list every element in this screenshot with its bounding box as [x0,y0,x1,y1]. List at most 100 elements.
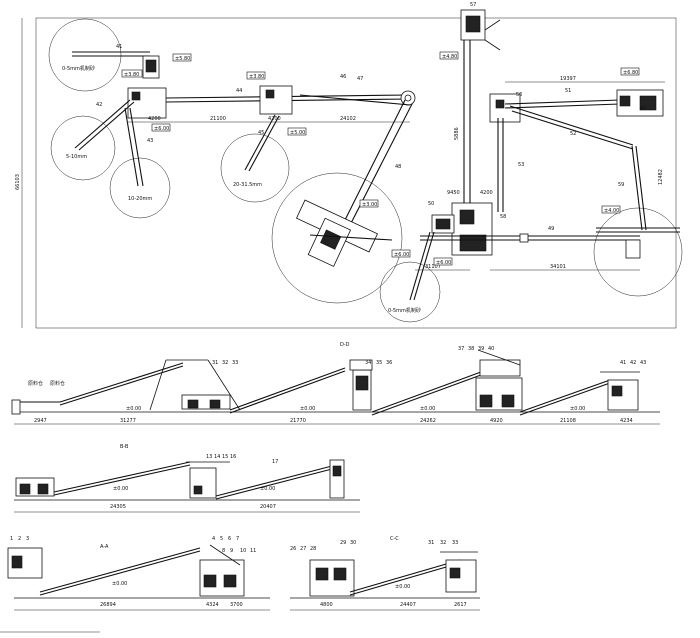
svg-text:33: 33 [232,360,238,366]
dim-text: 4200 [148,116,161,122]
svg-text:20407: 20407 [260,504,276,510]
dim-text: 19397 [560,76,576,82]
pile-circle [379,261,441,323]
svg-text:8: 8 [222,548,225,554]
svg-text:±6.80: ±6.80 [623,70,638,76]
svg-text:35: 35 [376,360,382,366]
section-title: B-B [120,444,129,450]
svg-text:4: 4 [212,536,215,542]
svg-text:21770: 21770 [290,418,306,424]
svg-text:39: 39 [478,346,484,352]
svg-text:41: 41 [620,360,626,366]
svg-text:37: 37 [458,346,464,352]
pile-circle [271,172,403,304]
svg-text:32: 32 [222,360,228,366]
svg-text:28: 28 [310,546,316,552]
svg-text:2617: 2617 [454,602,467,608]
svg-text:4800: 4800 [320,602,333,608]
pile-label: 5-10mm [66,154,87,160]
svg-text:48: 48 [395,164,401,170]
section-bb: B-B 24305 20407 ±0.00 ±0.00 13 14 15 16 … [14,444,360,513]
svg-text:49: 49 [548,226,554,232]
svg-text:±5.00: ±5.00 [290,130,305,136]
svg-text:38: 38 [468,346,474,352]
svg-text:15: 15 [222,454,228,460]
svg-text:56: 56 [516,92,522,98]
dim-text: 4200 [268,116,281,122]
svg-text:24407: 24407 [400,602,416,608]
svg-text:40: 40 [488,346,494,352]
svg-text:46: 46 [340,74,346,80]
pile-circle [48,18,122,92]
svg-text:26: 26 [290,546,296,552]
svg-text:52: 52 [570,131,576,137]
svg-text:59: 59 [618,182,624,188]
svg-text:32: 32 [440,540,446,546]
svg-text:45: 45 [258,130,264,136]
svg-text:11: 11 [250,548,256,554]
section-title: C-C [390,536,399,542]
dim-text: 34101 [550,264,566,270]
elev-tags: ±3.80 ±5.80 ±3.80 ±6.00 ±5.00 ±3.00 ±6.0… [121,51,640,266]
dim-text: 5886 [454,127,460,140]
pile-circle [109,157,171,219]
svg-text:±0.00: ±0.00 [126,406,141,412]
svg-text:17: 17 [272,459,278,465]
svg-text:16: 16 [230,454,236,460]
dim-text: 31107 [425,264,441,270]
svg-text:±3.80: ±3.80 [249,74,264,80]
dim-text: 21100 [210,116,226,122]
svg-text:4234: 4234 [620,418,633,424]
pile-label: 0-5mm机制砂 [62,65,95,72]
svg-text:3700: 3700 [230,602,243,608]
svg-text:50: 50 [428,201,434,207]
svg-text:±5.80: ±5.80 [175,56,190,62]
svg-text:5: 5 [220,536,223,542]
svg-text:42: 42 [96,102,102,108]
screen-unit [259,85,293,115]
svg-text:2947: 2947 [34,418,47,424]
svg-text:±0.00: ±0.00 [395,584,410,590]
pile-circle [593,207,683,297]
svg-text:60: 60 [640,106,646,112]
svg-text:53: 53 [518,162,524,168]
svg-text:57: 57 [470,2,476,8]
svg-text:30: 30 [350,540,356,546]
svg-text:36: 36 [386,360,392,366]
dim-text: 24102 [340,116,356,122]
svg-text:±3.80: ±3.80 [124,72,139,78]
pile-circle [50,115,116,181]
item-callouts: 41 42 43 44 45 46 47 48 49 50 51 52 53 5… [96,2,646,232]
svg-text:±0.00: ±0.00 [300,406,315,412]
svg-text:±6.00: ±6.00 [154,126,169,132]
svg-text:26894: 26894 [100,602,116,608]
section-aa: A-A 26894 4324 3700 ±0.00 1 2 3 4 5 6 7 … [7,536,270,611]
svg-text:31: 31 [212,360,218,366]
svg-text:33: 33 [452,540,458,546]
dim-text: 12482 [658,169,664,185]
svg-text:4920: 4920 [490,418,503,424]
svg-text:44: 44 [236,88,242,94]
svg-text:34: 34 [365,360,371,366]
plan-view: 66103 0-5mm机制砂 5-10mm 10-20mm 20-31.5mm … [15,2,683,329]
svg-text:2: 2 [18,536,21,542]
section-title: D-D [340,342,350,348]
dim-text: 9450 [447,190,460,196]
pile-label: 20-31.5mm [233,182,262,188]
svg-text:6: 6 [228,536,231,542]
svg-text:58: 58 [500,214,506,220]
svg-text:29: 29 [340,540,346,546]
section-dd: D-D 原料仓 原料仓 [11,342,660,425]
svg-text:±0.00: ±0.00 [112,581,127,587]
svg-text:±4.80: ±4.80 [442,54,457,60]
svg-text:41: 41 [116,44,122,50]
svg-text:±4.00: ±4.00 [604,208,619,214]
svg-text:24262: 24262 [420,418,436,424]
svg-text:±3.00: ±3.00 [362,202,377,208]
svg-text:7: 7 [236,536,239,542]
svg-text:±6.00: ±6.00 [436,260,451,266]
svg-text:14: 14 [214,454,220,460]
svg-text:27: 27 [300,546,306,552]
section-title: A-A [100,544,109,550]
svg-text:31: 31 [428,540,434,546]
